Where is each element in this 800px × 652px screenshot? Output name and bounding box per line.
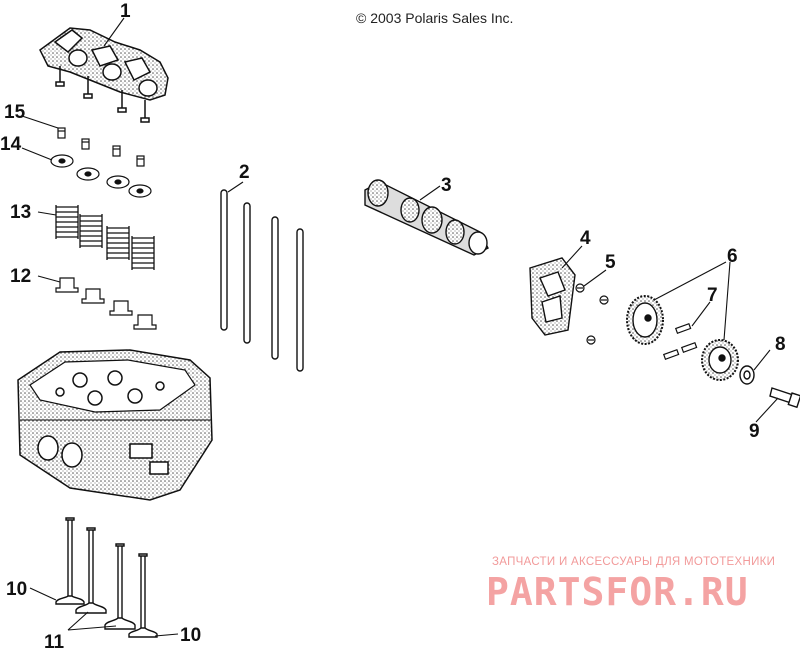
callout-2: 2 <box>239 162 250 183</box>
callout-13: 13 <box>10 202 31 223</box>
cylinder-head[interactable] <box>17 349 213 501</box>
leader-lines <box>21 17 779 637</box>
callout-12: 12 <box>10 266 31 287</box>
valve-stem-seals[interactable] <box>55 277 157 330</box>
callout-11: 11 <box>44 632 65 652</box>
pushrods[interactable] <box>220 189 304 372</box>
watermark-tagline: ЗАПЧАСТИ И АКСЕССУАРЫ ДЛЯ МОТОТЕХНИКИ <box>492 556 776 568</box>
callout-15: 15 <box>4 102 26 123</box>
callout-6: 6 <box>727 246 738 267</box>
washer[interactable] <box>739 365 755 385</box>
watermark-logo: PARTSFOR.RU <box>486 570 749 614</box>
valve-springs[interactable] <box>55 205 155 270</box>
valve-spring-retainers[interactable] <box>50 154 152 198</box>
rocker-arm-assembly[interactable] <box>39 27 169 123</box>
cover-screws[interactable] <box>575 283 609 345</box>
cam-cover-plate[interactable] <box>529 257 576 336</box>
callout-4: 4 <box>580 228 591 249</box>
callout-1: 1 <box>120 1 131 22</box>
cam-gears[interactable] <box>626 295 739 381</box>
camshaft[interactable] <box>364 179 489 256</box>
callout-9: 9 <box>749 421 760 442</box>
callout-10-left: 10 <box>6 579 27 600</box>
copyright-notice: © 2003 Polaris Sales Inc. <box>356 10 514 26</box>
callout-3: 3 <box>441 175 452 196</box>
callout-8: 8 <box>775 334 786 355</box>
callout-14: 14 <box>0 134 22 155</box>
callout-10-right: 10 <box>180 625 201 646</box>
callout-5: 5 <box>605 252 616 273</box>
gear-bolt[interactable] <box>769 387 800 409</box>
adjuster-screws[interactable] <box>57 127 145 167</box>
valves[interactable] <box>55 517 158 638</box>
callout-7: 7 <box>707 285 718 306</box>
dowel-pins[interactable] <box>662 322 698 360</box>
